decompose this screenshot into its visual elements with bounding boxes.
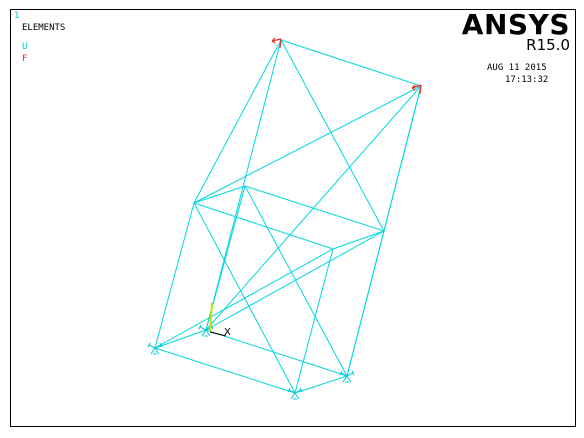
legend-u: U	[22, 42, 28, 52]
element-line	[294, 248, 334, 394]
support-icon	[287, 387, 303, 400]
element-line	[193, 202, 334, 250]
element-line	[244, 185, 348, 377]
element-line	[205, 39, 282, 331]
element-line	[332, 230, 385, 250]
element-line	[193, 185, 246, 204]
element-line	[205, 230, 385, 331]
plot-title: ELEMENTS	[22, 23, 66, 33]
force-arrow-icon	[271, 37, 282, 49]
graphics-window[interactable]	[10, 9, 576, 427]
element-line	[346, 230, 385, 377]
support-icon	[147, 342, 163, 355]
element-line	[193, 39, 282, 204]
element-line	[154, 347, 296, 394]
element-line	[154, 329, 207, 349]
element-line	[193, 85, 422, 204]
force-arrow-icon	[411, 84, 422, 95]
element-line	[244, 185, 385, 232]
force-symbols	[271, 37, 422, 95]
support-icon	[339, 370, 355, 383]
axis-x-label: X	[224, 327, 231, 338]
ansys-logo: ANSYS	[461, 8, 570, 41]
element-line	[205, 329, 348, 377]
support-symbols	[147, 324, 355, 400]
element-line	[280, 39, 385, 232]
element-line	[154, 248, 334, 349]
support-icon	[198, 324, 214, 337]
plot-time: 17:13:32	[505, 75, 549, 85]
element-line	[294, 375, 348, 394]
legend-f: F	[22, 54, 28, 64]
element-line	[280, 39, 422, 87]
coordinate-triad	[209, 302, 227, 337]
window-number: 1	[14, 11, 20, 21]
version-label: R15.0	[526, 36, 570, 54]
truss-members	[154, 39, 422, 394]
element-line	[154, 202, 195, 349]
plot-date: AUG 11 2015	[487, 63, 547, 73]
